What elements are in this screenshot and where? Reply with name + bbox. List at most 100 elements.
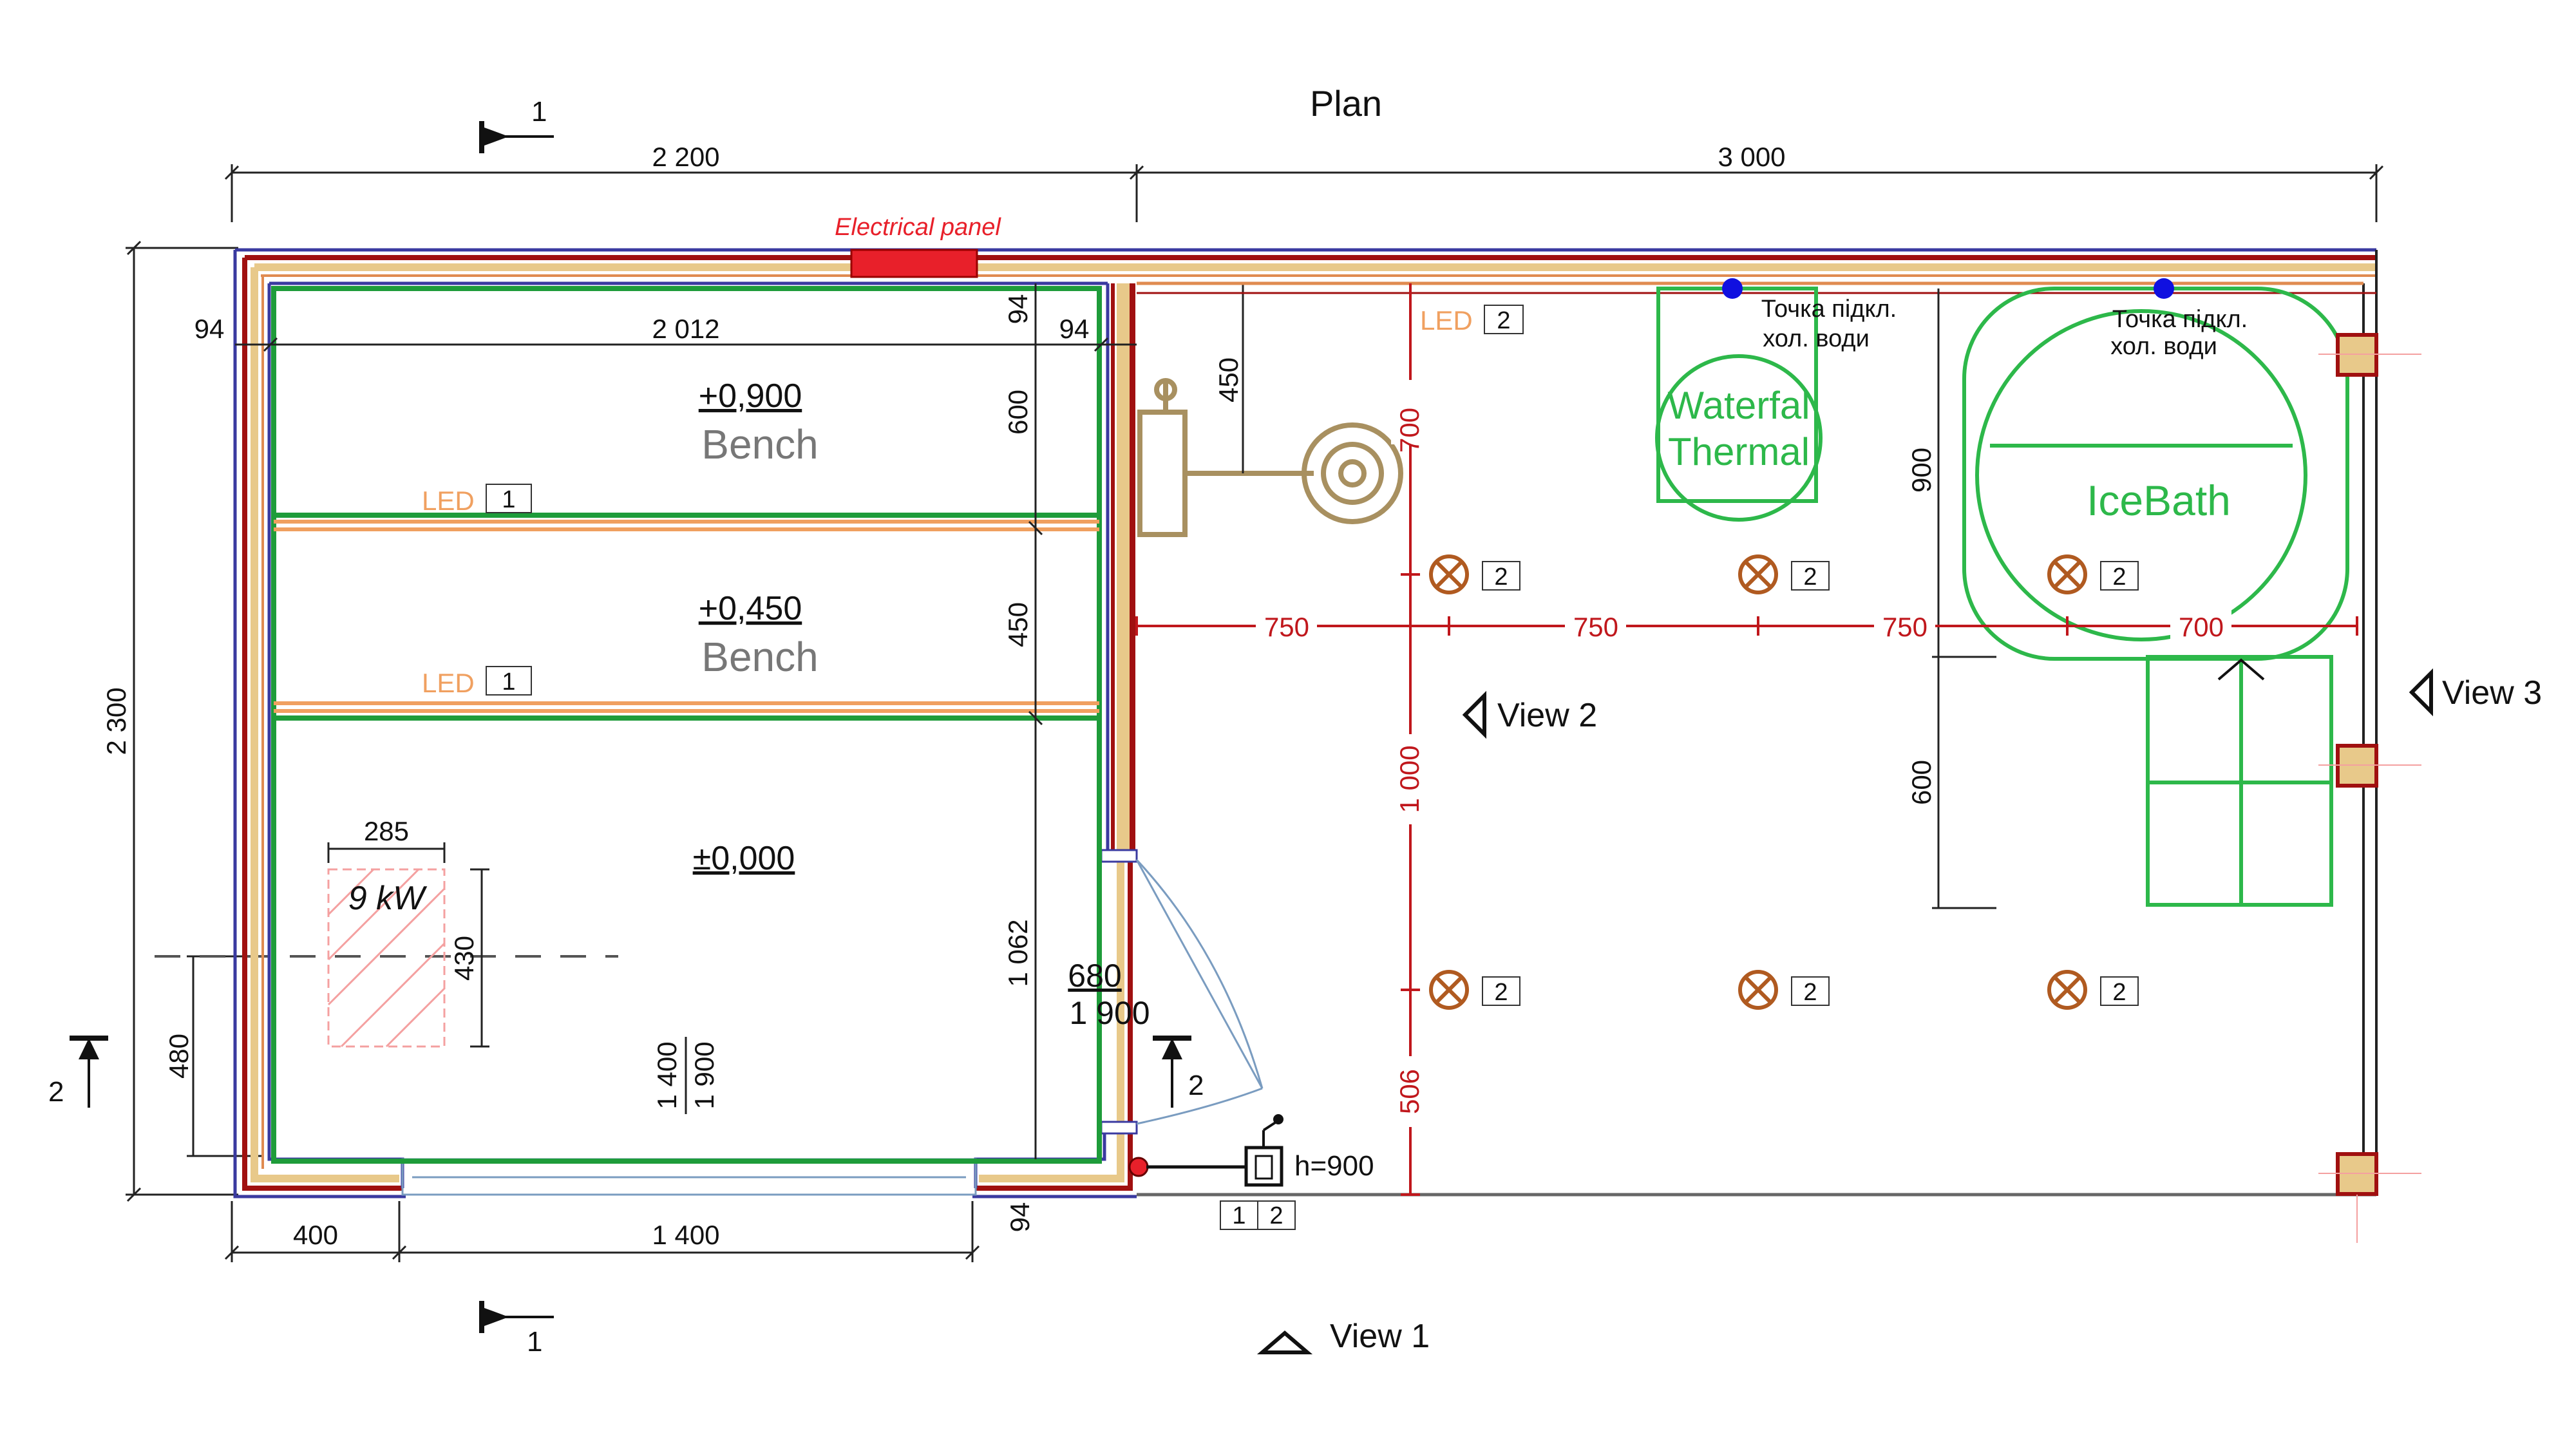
view-3-label: View 3 <box>2442 674 2542 712</box>
ceiling-light-2: 2 <box>1738 554 1830 594</box>
svg-text:LED: LED <box>422 486 475 516</box>
view-1-marker <box>1256 1331 1313 1354</box>
bench-1-name: Bench <box>701 421 818 468</box>
dim-height: 2 300 <box>101 687 131 755</box>
section-1-top-label: 1 <box>531 96 547 128</box>
ice-bath-step-arrow <box>2217 658 2265 681</box>
waterfall-line1: Waterfal <box>1667 384 1810 427</box>
dim-480: 480 <box>164 1034 194 1079</box>
view-1-label: View 1 <box>1330 1318 1430 1355</box>
benches <box>271 286 1102 1164</box>
svg-text:2: 2 <box>1269 1202 1283 1229</box>
left-dimension <box>126 240 238 1202</box>
bench-led-strips <box>274 520 1099 713</box>
heater-symbol <box>327 868 446 1048</box>
bottom-dimension <box>224 1201 980 1262</box>
dim-r-750-b: 750 <box>1573 612 1618 642</box>
svg-text:2: 2 <box>1497 307 1510 334</box>
view-2-label: View 2 <box>1497 697 1597 734</box>
dim-r-1000: 1 000 <box>1394 745 1425 813</box>
dim-600-right: 600 <box>1906 760 1937 805</box>
floor-level: ±0,000 <box>693 840 795 877</box>
dim-285: 285 <box>364 816 409 846</box>
dim-r-750-a: 750 <box>1264 612 1309 642</box>
view-2-marker <box>1462 690 1486 739</box>
svg-text:2: 2 <box>1803 564 1817 591</box>
sauna-walls <box>233 248 2378 1198</box>
dim-r-700-top: 700 <box>1394 408 1425 453</box>
heater-dims <box>327 842 489 1048</box>
svg-text:2: 2 <box>2112 979 2126 1006</box>
red-dim-labels <box>1256 380 2231 1127</box>
water-point-2-line1: Точка підкл. <box>2112 306 2248 333</box>
section-mark-1-top <box>479 121 554 153</box>
shower-fixture <box>1137 378 1403 537</box>
dim-r-700: 700 <box>2179 612 2224 642</box>
sauna-glass-front <box>401 1158 977 1196</box>
svg-text:1: 1 <box>502 668 515 696</box>
water-point-1-line2: хол. води <box>1763 325 1870 352</box>
water-point-1-line1: Точка підкл. <box>1761 296 1897 323</box>
light-switch <box>1128 1114 1283 1187</box>
heater-label: 9 kW <box>348 880 428 917</box>
door-680: 680 <box>1068 958 1121 994</box>
dim-430: 430 <box>449 936 479 981</box>
plan-title: Plan <box>1310 83 1382 124</box>
door-height-1900: 1 900 <box>689 1041 719 1109</box>
svg-text:2: 2 <box>1494 564 1508 591</box>
svg-text:1: 1 <box>1232 1202 1245 1229</box>
svg-text:2: 2 <box>1803 979 1817 1006</box>
water-point-1 <box>1722 278 1743 299</box>
section-2-left-label: 2 <box>48 1076 64 1108</box>
switch-height: h=900 <box>1294 1150 1374 1182</box>
section-mark-1-bottom <box>479 1301 554 1333</box>
sauna-door <box>1135 858 1264 1125</box>
dim-94-left: 94 <box>194 314 225 344</box>
dim-600: 600 <box>1003 390 1033 435</box>
water-point-2-line2: хол. води <box>2110 333 2217 360</box>
switch-tags: 1 2 <box>1220 1200 1296 1230</box>
section-mark-2-mid <box>1153 1036 1191 1108</box>
dim-r-506: 506 <box>1394 1069 1425 1114</box>
dim-2012: 2 012 <box>652 314 719 344</box>
svg-text:2: 2 <box>1494 979 1508 1006</box>
dim-450: 450 <box>1003 602 1033 647</box>
dim-bottom-1400: 1 400 <box>652 1220 719 1250</box>
electrical-panel <box>850 249 978 278</box>
ice-bath <box>1962 287 2349 907</box>
waterfall-line2: Thermal <box>1668 430 1810 473</box>
ceiling-light-1: 2 <box>1429 554 1520 594</box>
dim-400: 400 <box>293 1220 338 1250</box>
dim-top-right: 3 000 <box>1718 142 1785 172</box>
door-height-1400: 1 400 <box>652 1041 682 1109</box>
ceiling-light-6: 2 <box>2047 970 2139 1010</box>
led-tag-1-upper: LED 1 <box>422 484 532 516</box>
dim-94-mid-b: 94 <box>1059 314 1090 344</box>
dim-top-left: 2 200 <box>652 142 719 172</box>
icebath-label: IceBath <box>2087 477 2231 524</box>
svg-text:1: 1 <box>502 486 515 513</box>
post-guide-lines <box>2318 354 2421 1243</box>
section-2-mid-label: 2 <box>1188 1070 1204 1101</box>
view-3-marker <box>2409 668 2433 717</box>
dim-94-mid-a: 94 <box>1003 294 1033 325</box>
ceiling-light-3: 2 <box>2047 554 2139 594</box>
svg-text:LED: LED <box>1420 305 1473 336</box>
ceiling-light-5: 2 <box>1738 970 1830 1010</box>
inner-2012-dim <box>235 337 1137 352</box>
top-dimension <box>224 164 2384 222</box>
section-1-bottom-label: 1 <box>527 1326 542 1358</box>
section-mark-2-left <box>70 1036 108 1108</box>
water-point-2 <box>2154 278 2174 299</box>
bench-vertical-dims <box>1028 283 1043 1159</box>
bench-2-name: Bench <box>701 634 818 680</box>
svg-text:2: 2 <box>2112 564 2126 591</box>
icebath-dims <box>1932 289 1996 909</box>
electrical-panel-label: Electrical panel <box>835 214 1001 241</box>
dim-shower-450: 450 <box>1213 357 1244 402</box>
led-tag-1-lower: LED 1 <box>422 666 532 698</box>
dim-r-750-c: 750 <box>1882 612 1927 642</box>
bench-1-level: +0,900 <box>699 377 802 415</box>
dim-1062: 1 062 <box>1003 919 1033 987</box>
